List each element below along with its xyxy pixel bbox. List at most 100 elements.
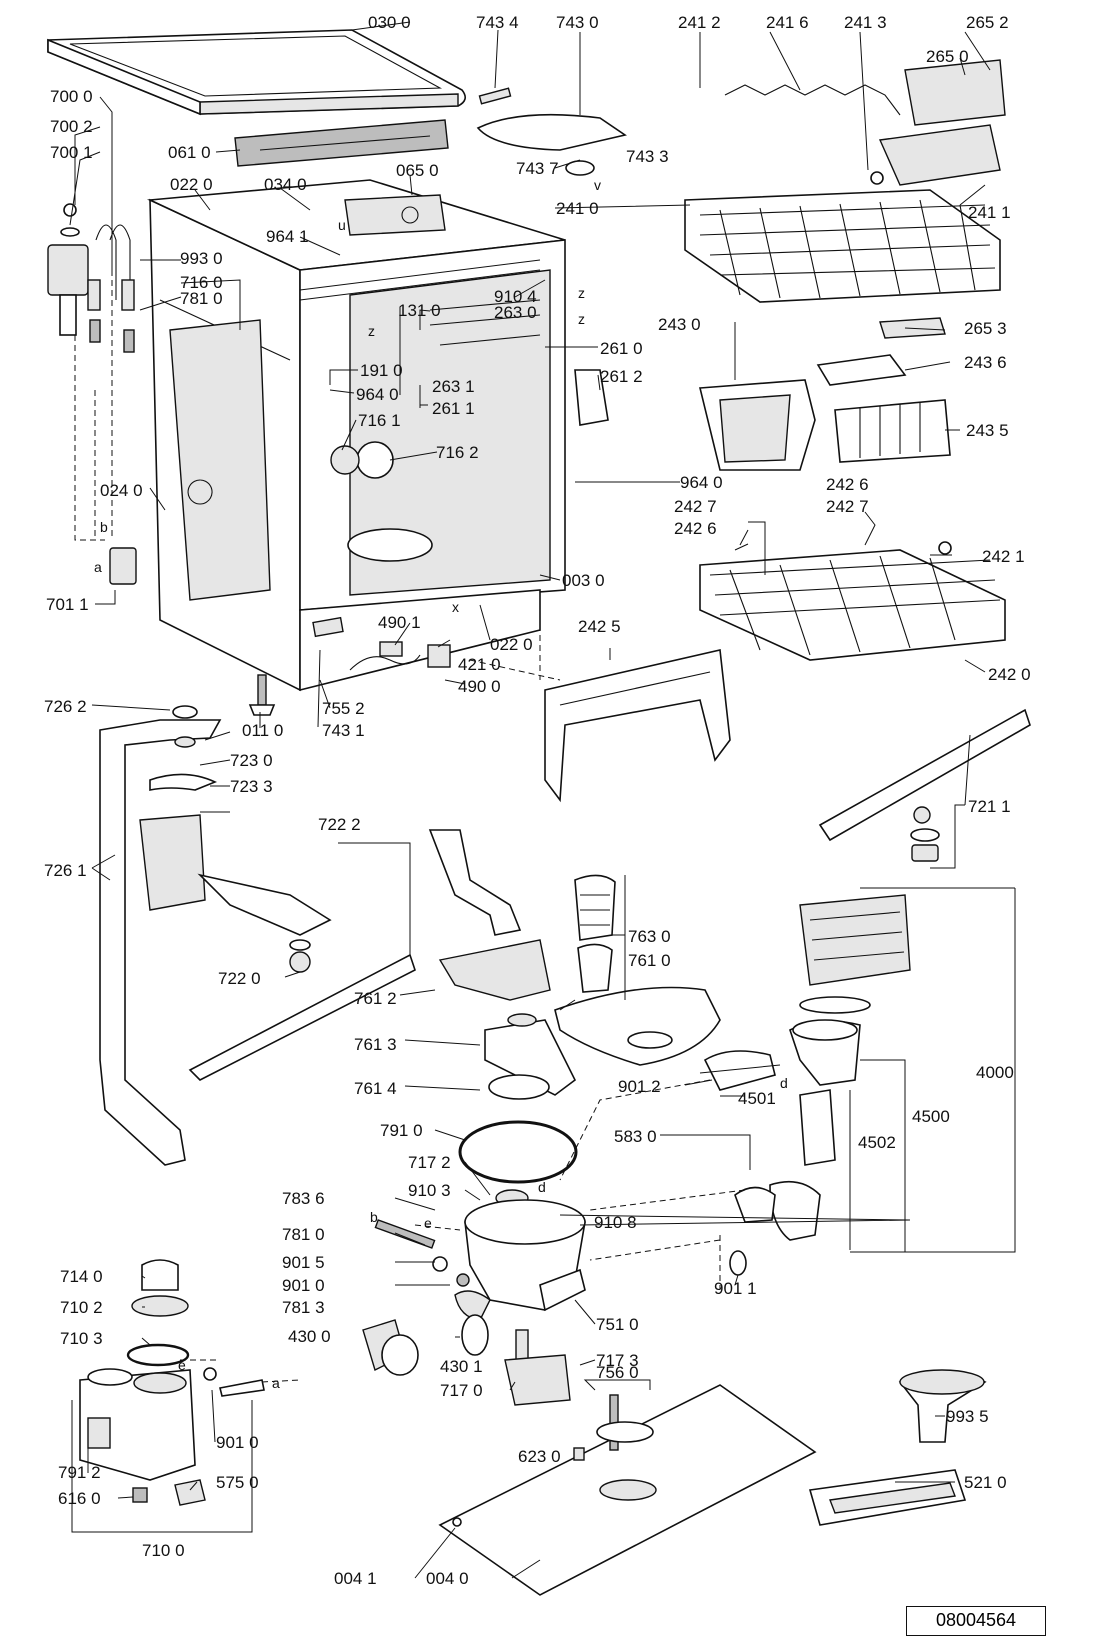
callout-2611: 261 1: [432, 399, 475, 418]
callout-2436: 243 6: [964, 353, 1007, 372]
rack-rail-drawing: [544, 649, 731, 803]
air-break-lid-drawing: [476, 87, 627, 176]
filter-and-manifold-drawing: [428, 829, 721, 1100]
connection-dash-lines: [74, 270, 746, 1383]
callout-9935: 993 5: [946, 1407, 989, 1426]
callout-7510: 751 0: [596, 1315, 639, 1334]
insulation-strip-drawing: [234, 119, 449, 167]
funnel-and-toe-grille-drawing: [808, 1369, 987, 1526]
callout-2426b: 242 6: [674, 519, 717, 538]
callout-6230: 623 0: [518, 1447, 561, 1466]
callout-7220: 722 0: [218, 969, 261, 988]
callout-2650: 265 0: [926, 47, 969, 66]
connector-letter-e1: e: [424, 1215, 432, 1231]
callout-4900: 490 0: [458, 677, 501, 696]
callout-4501: 4501: [738, 1089, 776, 1108]
callout-5830: 583 0: [614, 1127, 657, 1146]
callout-4502: 4502: [858, 1133, 896, 1152]
callout-9930: 993 0: [180, 249, 223, 268]
callout-9640: 964 0: [356, 385, 399, 404]
callout-2410: 241 0: [556, 199, 599, 218]
sump-drawing: [362, 1120, 776, 1406]
callout-7102: 710 2: [60, 1298, 103, 1317]
base-plate-drawing: [438, 1384, 817, 1596]
connector-letter-x: x: [452, 599, 459, 615]
callout-7170: 717 0: [440, 1381, 483, 1400]
callout-9011: 901 1: [714, 1279, 757, 1298]
callout-0300: 030 0: [368, 13, 411, 32]
drawing-number-box: 08004564: [906, 1606, 1046, 1636]
callout-2413: 241 3: [844, 13, 887, 32]
callout-7613: 761 3: [354, 1035, 397, 1054]
callout-2612: 261 2: [600, 367, 643, 386]
part-number-callouts: 030 0 743 4 743 0 241 2 241 6 241 3 265 …: [44, 13, 1031, 1588]
callout-4901: 490 1: [378, 613, 421, 632]
connector-letter-d2: d: [538, 1179, 546, 1195]
connector-letter-z2: z: [578, 311, 585, 327]
callout-7630: 763 0: [628, 927, 671, 946]
callout-7437: 743 7: [516, 159, 559, 178]
callout-5750: 575 0: [216, 1473, 259, 1492]
callout-9641: 964 1: [266, 227, 309, 246]
callout-2430: 243 0: [658, 315, 701, 334]
callout-2426a: 242 6: [826, 475, 869, 494]
callout-9640b: 964 0: [680, 473, 723, 492]
connector-letter-v: v: [594, 177, 601, 193]
callout-7173: 717 3: [596, 1351, 639, 1370]
callout-7614: 761 4: [354, 1079, 397, 1098]
callout-7810b: 781 0: [282, 1225, 325, 1244]
callout-7103: 710 3: [60, 1329, 103, 1348]
callout-7000: 700 0: [50, 87, 93, 106]
callout-2411: 241 1: [968, 203, 1011, 222]
callout-2610: 261 0: [600, 339, 643, 358]
callout-4500: 4500: [912, 1107, 950, 1126]
callout-7160: 716 0: [180, 273, 223, 292]
leader-lines: [69, 21, 1016, 1579]
callout-7610: 761 0: [628, 951, 671, 970]
callout-2652: 265 2: [966, 13, 1009, 32]
callout-2420: 242 0: [988, 665, 1031, 684]
lower-basket-drawing: [699, 541, 1006, 661]
callout-7431: 743 1: [322, 721, 365, 740]
callout-7162: 716 2: [436, 443, 479, 462]
callout-7001: 700 1: [50, 143, 93, 162]
connector-letter-u: u: [338, 217, 346, 233]
callout-9104: 910 4: [494, 287, 537, 306]
connector-letter-z1: z: [368, 323, 375, 339]
callout-0030: 003 0: [562, 571, 605, 590]
callout-7140: 714 0: [60, 1267, 103, 1286]
callout-7434: 743 4: [476, 13, 519, 32]
callout-2425: 242 5: [578, 617, 621, 636]
callout-9108: 910 8: [594, 1213, 637, 1232]
water-softener-drawing: [79, 1259, 265, 1506]
connector-letter-a: a: [94, 559, 102, 575]
callout-2421: 242 1: [982, 547, 1025, 566]
callout-7433: 743 3: [626, 147, 669, 166]
callout-7222: 722 2: [318, 815, 361, 834]
connector-letter-d1: d: [780, 1075, 788, 1091]
callout-9010b: 901 0: [216, 1433, 259, 1452]
callout-0110: 011 0: [242, 721, 283, 740]
callout-7161: 716 1: [358, 411, 401, 430]
callout-7002: 700 2: [50, 117, 93, 136]
callout-0041: 004 1: [334, 1569, 377, 1588]
callout-4000: 4000: [976, 1063, 1014, 1082]
callout-2435: 243 5: [966, 421, 1009, 440]
callout-7011: 701 1: [46, 595, 89, 614]
callout-7552: 755 2: [322, 699, 365, 718]
callout-7100: 710 0: [142, 1541, 185, 1560]
water-supply-pipe-drawing: [99, 705, 1031, 1166]
callout-1310: 131 0: [398, 301, 441, 320]
callout-0240: 024 0: [100, 481, 143, 500]
callout-0650: 065 0: [396, 161, 439, 180]
callout-6160: 616 0: [58, 1489, 101, 1508]
cutlery-basket-drawing: [698, 317, 951, 471]
callout-9015: 901 5: [282, 1253, 325, 1272]
callout-7211: 721 1: [968, 797, 1011, 816]
connector-letter-e2: e: [178, 1357, 186, 1373]
connector-letter-z3: z: [578, 285, 585, 301]
callout-7612: 761 2: [354, 989, 397, 1008]
callout-2630: 263 0: [494, 303, 537, 322]
callout-9103: 910 3: [408, 1181, 451, 1200]
callout-0340: 034 0: [264, 175, 307, 194]
